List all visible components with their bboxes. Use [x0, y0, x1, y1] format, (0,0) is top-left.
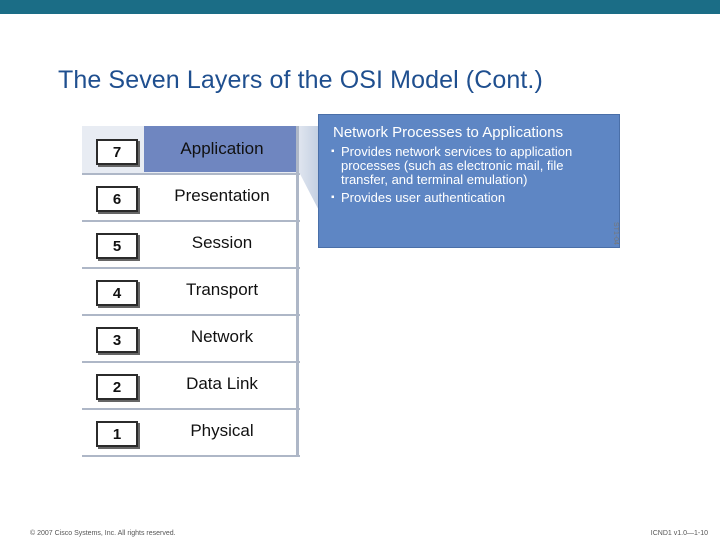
- figure-id-mark: ST1-04: [612, 222, 619, 245]
- layer-name-transport: Transport: [185, 280, 259, 299]
- layer-number-1: 1: [96, 421, 138, 447]
- layer-name-application: Application: [144, 126, 300, 172]
- layer-number-6: 6: [96, 186, 138, 212]
- callout-bullet: ▪ Provides user authentication: [331, 191, 613, 205]
- layer-number-5: 5: [96, 233, 138, 259]
- callout-heading: Network Processes to Applications: [333, 124, 564, 141]
- layer-row-session: 5 Session: [82, 220, 300, 269]
- slide-number-footer: ICND1 v1.0—1-10: [650, 530, 708, 537]
- callout-bullet-text: Provides user authentication: [341, 190, 506, 205]
- callout-bullet-text: Provides network services to application…: [341, 144, 573, 187]
- layer-row-transport: 4 Transport: [82, 267, 300, 316]
- callout-bullet: ▪ Provides network services to applicati…: [331, 145, 613, 187]
- layer-row-data-link: 2 Data Link: [82, 361, 300, 410]
- layer-number-4: 4: [96, 280, 138, 306]
- layer-name-presentation: Presentation: [174, 186, 270, 205]
- layer-name-network: Network: [190, 327, 254, 346]
- layer-number-2: 2: [96, 374, 138, 400]
- osi-layer-stack: 7 Application 6 Presentation 5 Session 4…: [82, 126, 300, 457]
- bullet-square-icon: ▪: [331, 192, 335, 203]
- callout-bullet-list: ▪ Provides network services to applicati…: [331, 145, 613, 209]
- stack-right-border: [296, 126, 299, 456]
- layer-row-presentation: 6 Presentation: [82, 173, 300, 222]
- layer-row-network: 3 Network: [82, 314, 300, 363]
- slide-title: The Seven Layers of the OSI Model (Cont.…: [58, 66, 543, 94]
- top-bar: [0, 0, 720, 14]
- layer-row-physical: 1 Physical: [82, 408, 300, 457]
- application-layer-callout: Network Processes to Applications ▪ Prov…: [318, 114, 620, 248]
- copyright-footer: © 2007 Cisco Systems, Inc. All rights re…: [30, 530, 176, 537]
- layer-name-data-link: Data Link: [186, 374, 258, 393]
- layer-row-application: 7 Application: [82, 126, 300, 175]
- layer-number-7: 7: [96, 139, 138, 165]
- layer-name-session: Session: [191, 233, 253, 252]
- layer-name-physical: Physical: [190, 421, 254, 440]
- layer-number-3: 3: [96, 327, 138, 353]
- bullet-square-icon: ▪: [331, 146, 335, 157]
